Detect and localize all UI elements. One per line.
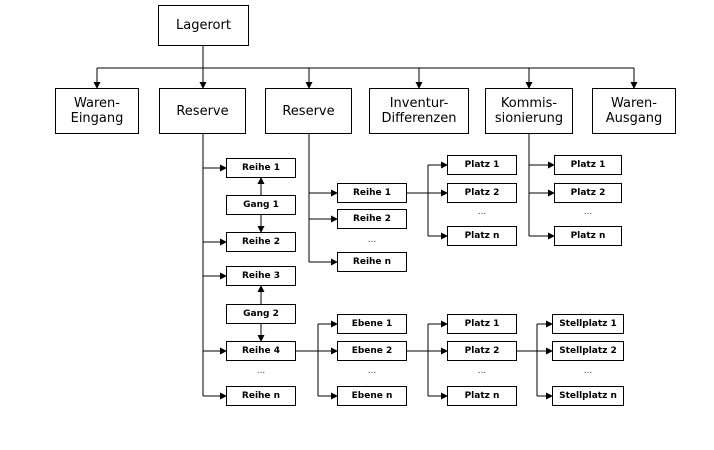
ellipsis-ebenen: ...: [367, 366, 377, 376]
node-reserve-b-reihe-n: Reihe n: [337, 252, 407, 272]
node-ebene-platz-n: Platz n: [447, 386, 517, 406]
node-kommissionierung-platz-n: Platz n: [554, 226, 622, 246]
node-reserve-a-reihe-4: Reihe 4: [226, 341, 296, 361]
ellipsis-stellplatz: ...: [583, 366, 593, 376]
node-reserve-a-reihe-n: Reihe n: [226, 386, 296, 406]
ellipsis-kommissionierung-platz: ...: [583, 207, 593, 217]
ellipsis-reserve-b: ...: [367, 235, 377, 245]
node-gang-1: Gang 1: [226, 195, 296, 215]
node-reserve-a-reihe-1: Reihe 1: [226, 158, 296, 178]
node-ebene-n: Ebene n: [337, 386, 407, 406]
node-kommissionierung-platz-1: Platz 1: [554, 155, 622, 175]
ellipsis-ebene-platz: ...: [477, 366, 487, 376]
node-inventur-differenzen: Inventur- Differenzen: [369, 88, 469, 134]
node-reserve-b-reihe-1: Reihe 1: [337, 183, 407, 203]
node-waren-eingang: Waren- Eingang: [55, 88, 139, 134]
ellipsis-reserve-a: ...: [256, 366, 266, 376]
node-reserve-b: Reserve: [265, 88, 352, 134]
node-kommissionierung: Kommis- sionierung: [485, 88, 573, 134]
node-reserve-a-reihe-2: Reihe 2: [226, 232, 296, 252]
node-kommissionierung-platz-2: Platz 2: [554, 183, 622, 203]
node-reserve-a: Reserve: [159, 88, 246, 134]
node-reserve-b-platz-1: Platz 1: [447, 155, 517, 175]
node-gang-2: Gang 2: [226, 304, 296, 324]
node-reserve-b-platz-2: Platz 2: [447, 183, 517, 203]
ellipsis-reserve-b-platz: ...: [477, 207, 487, 217]
node-ebene-1: Ebene 1: [337, 314, 407, 334]
node-ebene-platz-1: Platz 1: [447, 314, 517, 334]
node-reserve-b-reihe-2: Reihe 2: [337, 209, 407, 229]
node-stellplatz-n: Stellplatz n: [552, 386, 624, 406]
node-ebene-2: Ebene 2: [337, 341, 407, 361]
node-stellplatz-1: Stellplatz 1: [552, 314, 624, 334]
node-lagerort: Lagerort: [158, 5, 249, 46]
node-waren-ausgang: Waren- Ausgang: [592, 88, 676, 134]
node-reserve-a-reihe-3: Reihe 3: [226, 266, 296, 286]
node-stellplatz-2: Stellplatz 2: [552, 341, 624, 361]
node-reserve-b-platz-n: Platz n: [447, 226, 517, 246]
node-ebene-platz-2: Platz 2: [447, 341, 517, 361]
